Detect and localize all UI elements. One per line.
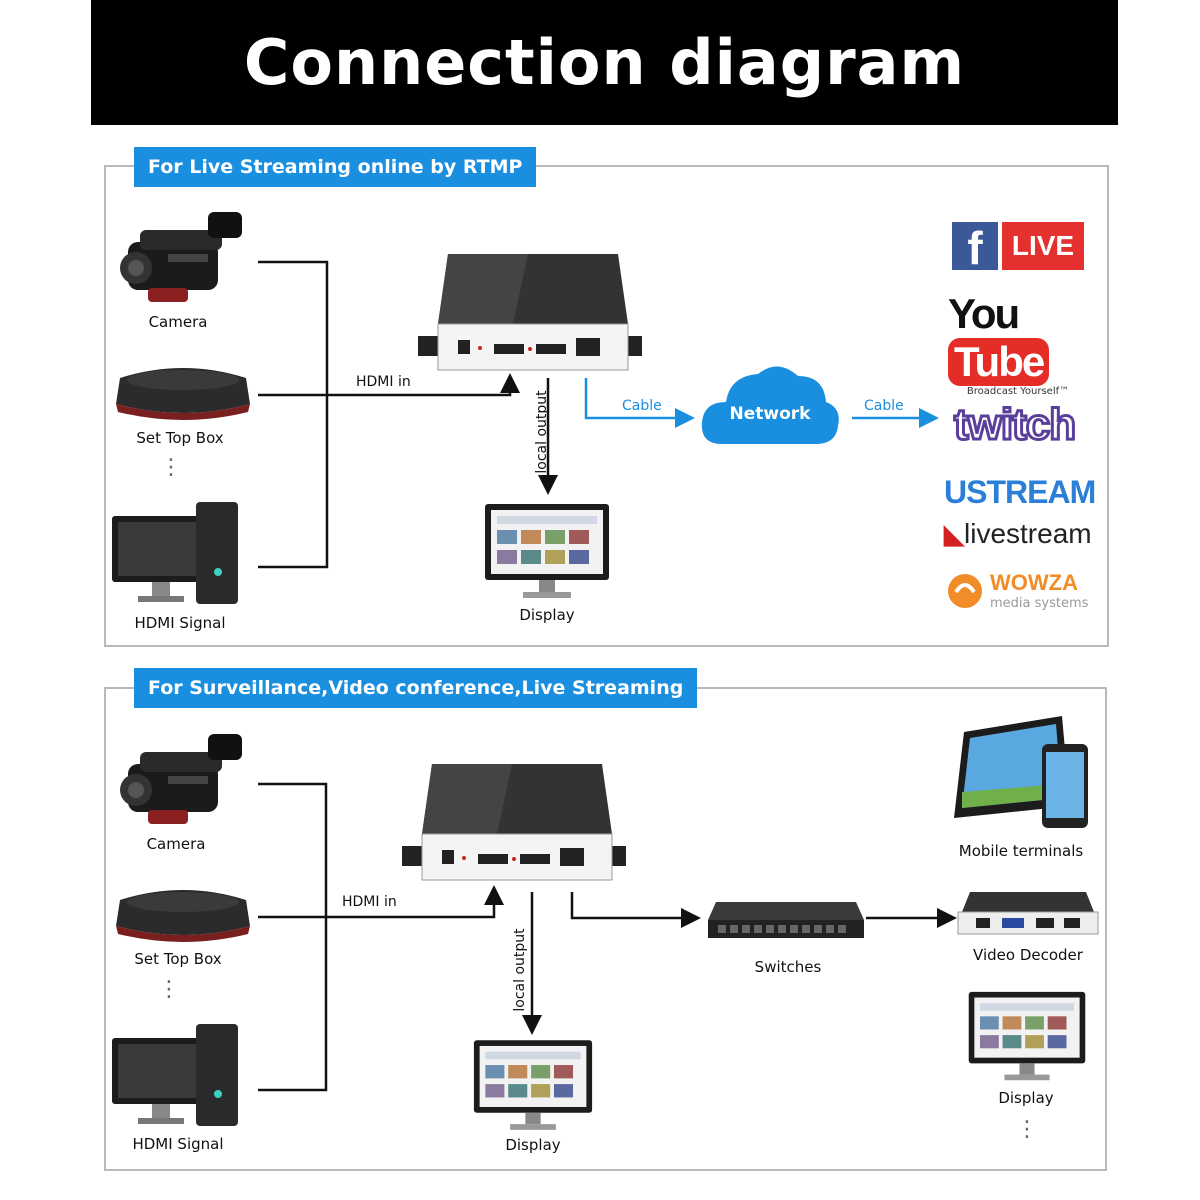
panel1-tag: For Live Streaming online by RTMP: [134, 147, 537, 187]
wowza-mark-icon: [948, 573, 982, 608]
twitch-logo: twitch: [952, 399, 1077, 451]
set-top-box-label: Set Top Box: [136, 429, 224, 447]
pc-icon: [112, 1024, 238, 1126]
encoder-device-icon: [418, 254, 642, 371]
local-output-label: local output: [512, 928, 528, 1012]
hdmi-in-label: HDMI in: [342, 894, 397, 910]
ustream-logo: USTREAM: [944, 474, 1096, 510]
cloud-icon: [701, 366, 839, 444]
camera-label: Camera: [148, 313, 208, 331]
youtube-logo: YouTube Broadcast Yourself™: [948, 290, 1070, 397]
camera-icon: [120, 212, 242, 302]
facebook-live-logo: f LIVE: [952, 222, 1084, 274]
ellipsis-icon: ⋮: [158, 977, 180, 1002]
page-title: Connection diagram: [243, 26, 966, 99]
header-bar: Connection diagram: [91, 0, 1118, 125]
ellipsis-icon: ⋮: [160, 455, 182, 480]
encoder-device-icon: [402, 764, 626, 881]
video-decoder-icon: [957, 892, 1099, 935]
display-label: Display: [519, 606, 575, 624]
cable-right-label: Cable: [864, 398, 904, 414]
local-output-label: local output: [534, 390, 550, 474]
set-top-box-icon: [116, 368, 250, 420]
ellipsis-icon: ⋮: [1016, 1117, 1038, 1142]
switches-label: Switches: [754, 958, 822, 976]
network-label: Network: [729, 404, 811, 424]
pc-icon: [112, 502, 238, 604]
hdmi-signal-label: HDMI Signal: [134, 614, 226, 632]
set-top-box-label: Set Top Box: [134, 950, 222, 968]
video-decoder-label: Video Decoder: [973, 946, 1083, 964]
livestream-mark-icon: ◣: [944, 519, 964, 549]
live-badge: LIVE: [1002, 222, 1084, 270]
hdmi-signal-label: HDMI Signal: [132, 1135, 224, 1153]
camera-icon: [120, 734, 242, 824]
wowza-logo: WOWZA media systems: [946, 570, 1088, 611]
display-icon: [473, 1040, 593, 1130]
cable-left-label: Cable: [622, 398, 662, 414]
camera-label: Camera: [146, 835, 206, 853]
set-top-box-icon: [116, 890, 250, 942]
display-icon: [968, 991, 1086, 1081]
display-label: Display: [505, 1136, 561, 1154]
display-right-label: Display: [998, 1089, 1054, 1107]
livestream-logo: ◣livestream: [944, 518, 1092, 549]
panel2-tag: For Surveillance,Video conference,Live S…: [134, 668, 698, 708]
mobile-terminals-icon: [954, 716, 1088, 828]
facebook-icon: f: [952, 222, 998, 274]
mobile-terminals-label: Mobile terminals: [958, 842, 1084, 860]
display-icon: [485, 504, 609, 598]
hdmi-in-label: HDMI in: [356, 374, 411, 390]
switch-icon: [708, 902, 864, 938]
